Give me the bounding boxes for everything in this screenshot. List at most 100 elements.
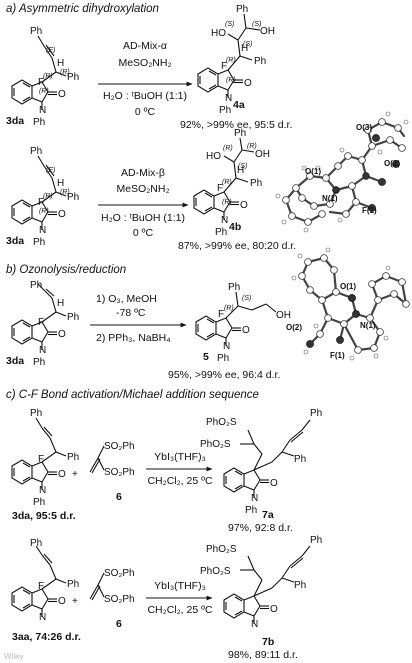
ph-label: Ph	[30, 408, 42, 419]
stereo-s: (S)	[238, 163, 247, 170]
n-label: N	[225, 93, 232, 104]
ph-label: Ph	[234, 128, 246, 139]
rxn5-cond-2: CH₂Cl₂, 25 ºC	[147, 604, 212, 616]
xray-label: O(1)	[305, 167, 321, 176]
o-label: O	[58, 89, 66, 100]
f-label: F	[38, 317, 44, 328]
xray-label: N(1)	[322, 194, 338, 203]
ph-label: Ph	[254, 56, 266, 67]
rxn3-cond-2: -78 ºC	[116, 307, 146, 319]
xray-label: F(1)	[330, 351, 345, 360]
ph-label: Ph	[30, 146, 42, 157]
h-label: H	[57, 178, 64, 189]
xray-label: O(2)	[384, 159, 400, 168]
o-label: O	[58, 596, 66, 607]
ph-label: Ph	[217, 353, 229, 364]
stereo-r: (R)	[226, 57, 236, 64]
stereo-r: (R)	[222, 179, 232, 186]
pho2s-label: PhO₂S	[206, 417, 237, 428]
rxn1-cond-3: H₂O : ᵗBuOH (1:1)	[103, 90, 187, 102]
oh-label: OH	[276, 310, 291, 321]
f-label: F	[38, 197, 44, 208]
xray-label: O(1)	[340, 282, 356, 291]
so2ph-label: SO₂Ph	[104, 441, 135, 452]
oh-label: OH	[260, 26, 275, 37]
o-label: O	[240, 200, 248, 211]
f-label: F	[217, 183, 223, 194]
stereo-r: (R)	[226, 77, 236, 84]
ph-label: Ph	[33, 497, 45, 508]
rxn3-starting-material: Ph Ph H F N O Ph	[11, 280, 79, 368]
rxn5-starting-material: Ph Ph F N O	[11, 538, 79, 623]
ph-label: Ph	[33, 237, 45, 248]
rxn4-prod-label: 7a	[262, 509, 274, 521]
rxn4-sm-label: 3da, 95:5 d.r.	[12, 510, 76, 522]
n-label: N	[251, 619, 258, 630]
o-label: O	[58, 209, 66, 220]
xray-label: O(2)	[286, 323, 302, 332]
rxn4-cond-1: YbI₃(THF)₃	[154, 451, 206, 463]
rxn2-starting-material: Ph Ph H F N O Ph (E) (R) (R) (R)	[11, 146, 79, 248]
rxn1-sm-label: 3da	[6, 115, 24, 127]
stereo-r: (R)	[222, 199, 232, 206]
n-label: N	[223, 341, 230, 352]
ph-label: Ph	[33, 357, 45, 368]
rxn4-product: PhO₂S PhO₂S Ph Ph N O Ph	[200, 408, 322, 516]
stereo-r: (R)	[43, 73, 53, 80]
stereo-s: (S)	[252, 21, 261, 28]
rxn3-result: 95%, >99% ee, 96:4 d.r.	[168, 369, 280, 381]
ph-label: Ph	[294, 454, 306, 465]
ph-label: Ph	[67, 312, 79, 323]
ph-label: Ph	[67, 192, 79, 203]
f-label: F	[38, 581, 44, 592]
o-label: O	[270, 604, 278, 615]
f-label: F	[38, 454, 44, 465]
rxn3-prod-label: 5	[203, 351, 209, 363]
xray-label: N(1)	[360, 321, 376, 330]
ph-label: Ph	[67, 72, 79, 83]
h-label: H	[57, 298, 64, 309]
ph-label: Ph	[310, 408, 322, 419]
rxn2-cond-1: AD-Mix-β	[121, 167, 165, 179]
rxn2-cond-3: H₂O : ᵗBuOH (1:1)	[101, 212, 185, 224]
so2ph-label: SO₂Ph	[104, 594, 135, 605]
plus-sign: +	[72, 596, 78, 607]
rxn4-cond-2: CH₂Cl₂, 25 ºC	[147, 475, 212, 487]
stereo-r: (R)	[247, 143, 257, 150]
n-label: N	[39, 225, 46, 236]
ph-label: Ph	[30, 26, 42, 37]
ph-label: Ph	[215, 227, 227, 238]
xray-structure-4b: O(3) O(2) O(1) F(1) N(1)	[275, 111, 409, 233]
rxn1-prod-label: 4a	[233, 99, 245, 111]
rxn3-sm-label: 3da	[6, 355, 24, 367]
rxn2-product: Ph HO OH Ph H F N O Ph (R) (R) (S) (R) (…	[193, 128, 270, 238]
stereo-s: (S)	[225, 21, 234, 28]
rxn2-prod-label: 4b	[229, 221, 241, 233]
f-label: F	[38, 77, 44, 88]
o-label: O	[58, 329, 66, 340]
section-b-title: b) Ozonolysis/reduction	[6, 264, 126, 276]
rxn5-reagent-6: SO₂Ph SO₂Ph	[89, 568, 135, 605]
n-label: N	[221, 215, 228, 226]
rxn1-cond-2: MeSO₂NH₂	[118, 57, 171, 69]
ph-label: Ph	[250, 178, 262, 189]
h-label: H	[237, 165, 244, 176]
stereo-r: (R)	[39, 88, 49, 95]
ho-label: HO	[206, 151, 221, 162]
rxn5-sm-label: 3aa, 74:26 d.r.	[12, 631, 81, 643]
o-label: O	[244, 78, 252, 89]
ph-label: Ph	[67, 452, 79, 463]
f-label: F	[218, 309, 224, 320]
stereo-r: (R)	[224, 305, 234, 312]
stereo-r: (R)	[223, 145, 233, 152]
rxn5-prod-label: 7b	[262, 636, 274, 648]
xray-label: O(3)	[356, 123, 372, 132]
rxn3-cond-1: 1) O₃, MeOH	[96, 293, 157, 305]
so2ph-label: SO₂Ph	[104, 467, 135, 478]
rxn2-sm-label: 3da	[6, 235, 24, 247]
rxn1-product: Ph HO OH Ph H F N O Ph (S) (S) (S) (R) (…	[197, 4, 275, 116]
ph-label: Ph	[33, 117, 45, 128]
xray-structure-5: O(1) O(2) N(1) F(1)	[286, 247, 410, 361]
rxn5-product: PhO₂S PhO₂S Ph Ph N O	[200, 535, 322, 630]
n-label: N	[39, 612, 46, 623]
